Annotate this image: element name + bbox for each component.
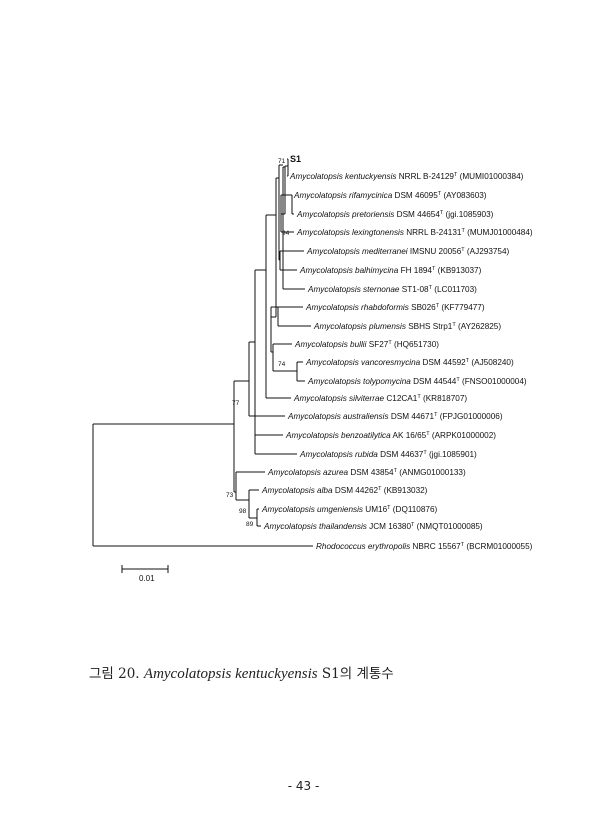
taxon-label: Amycolatopsis thailandensis JCM 16380T (…	[263, 522, 483, 531]
bootstrap-value: 74	[278, 361, 286, 368]
taxon-label: Amycolatopsis silviterrae C12CA1T (KR818…	[293, 394, 467, 403]
taxon-label: Amycolatopsis plumensis SBHS Strp1T (AY2…	[313, 322, 501, 331]
caption-species: Amycolatopsis kentuckyensis	[143, 666, 318, 682]
taxon-label: Amycolatopsis rhabdoformis SB026T (KF779…	[305, 303, 485, 312]
taxon-label: Amycolatopsis azurea DSM 43854T (ANMG010…	[267, 468, 466, 477]
bootstrap-value: 73	[226, 492, 234, 499]
caption-suffix: S1의 계통수	[321, 666, 394, 682]
bootstrap-value: 77	[232, 400, 240, 407]
taxon-label: Amycolatopsis lexingtonensis NRRL B-2413…	[296, 228, 533, 237]
taxon-label: Amycolatopsis umgeniensis UM16T (DQ11087…	[261, 505, 438, 514]
taxon-label: Amycolatopsis benzoatilytica AK 16/65T (…	[285, 431, 496, 440]
taxon-label: Amycolatopsis sternonae ST1-08T (LC01170…	[307, 285, 477, 294]
page-number: - 43 -	[287, 779, 320, 793]
taxon-label: Amycolatopsis kentuckyensis NRRL B-24129…	[289, 172, 524, 181]
taxon-label: Rhodococcus erythropolis NBRC 15567T (BC…	[316, 542, 533, 551]
taxon-label: Amycolatopsis rubida DSM 44637T (jgi.108…	[299, 450, 477, 459]
taxon-label: Amycolatopsis bullii SF27T (HQ651730)	[294, 340, 439, 349]
taxon-label: Amycolatopsis rifamycinica DSM 46095T (A…	[293, 191, 487, 200]
bootstrap-value: 71	[278, 158, 286, 165]
taxon-label: Amycolatopsis balhimycina FH 1894T (KB91…	[299, 266, 482, 275]
figure-caption: 그림 20. Amycolatopsis kentuckyensis S1의 계…	[89, 662, 394, 683]
bootstrap-value: 89	[246, 521, 254, 528]
query-taxon-label: S1	[290, 154, 301, 164]
taxon-label: Amycolatopsis mediterranei IMSNU 20056T …	[306, 247, 510, 256]
taxon-label: Amycolatopsis alba DSM 44262T (KB913032)	[261, 486, 428, 495]
bootstrap-value: 98	[239, 508, 247, 515]
scale-bar: 0.01	[121, 565, 169, 583]
bootstrap-value: 94	[282, 230, 290, 237]
taxon-label: Amycolatopsis australiensis DSM 44671T (…	[287, 412, 503, 421]
taxon-label: Amycolatopsis pretoriensis DSM 44654T (j…	[296, 210, 494, 219]
taxon-label: Amycolatopsis tolypomycina DSM 44544T (F…	[307, 377, 527, 386]
caption-prefix: 그림 20.	[89, 666, 140, 682]
scale-bar-label: 0.01	[139, 574, 155, 583]
taxon-label: Amycolatopsis vancoresmycina DSM 44592T …	[305, 358, 514, 367]
